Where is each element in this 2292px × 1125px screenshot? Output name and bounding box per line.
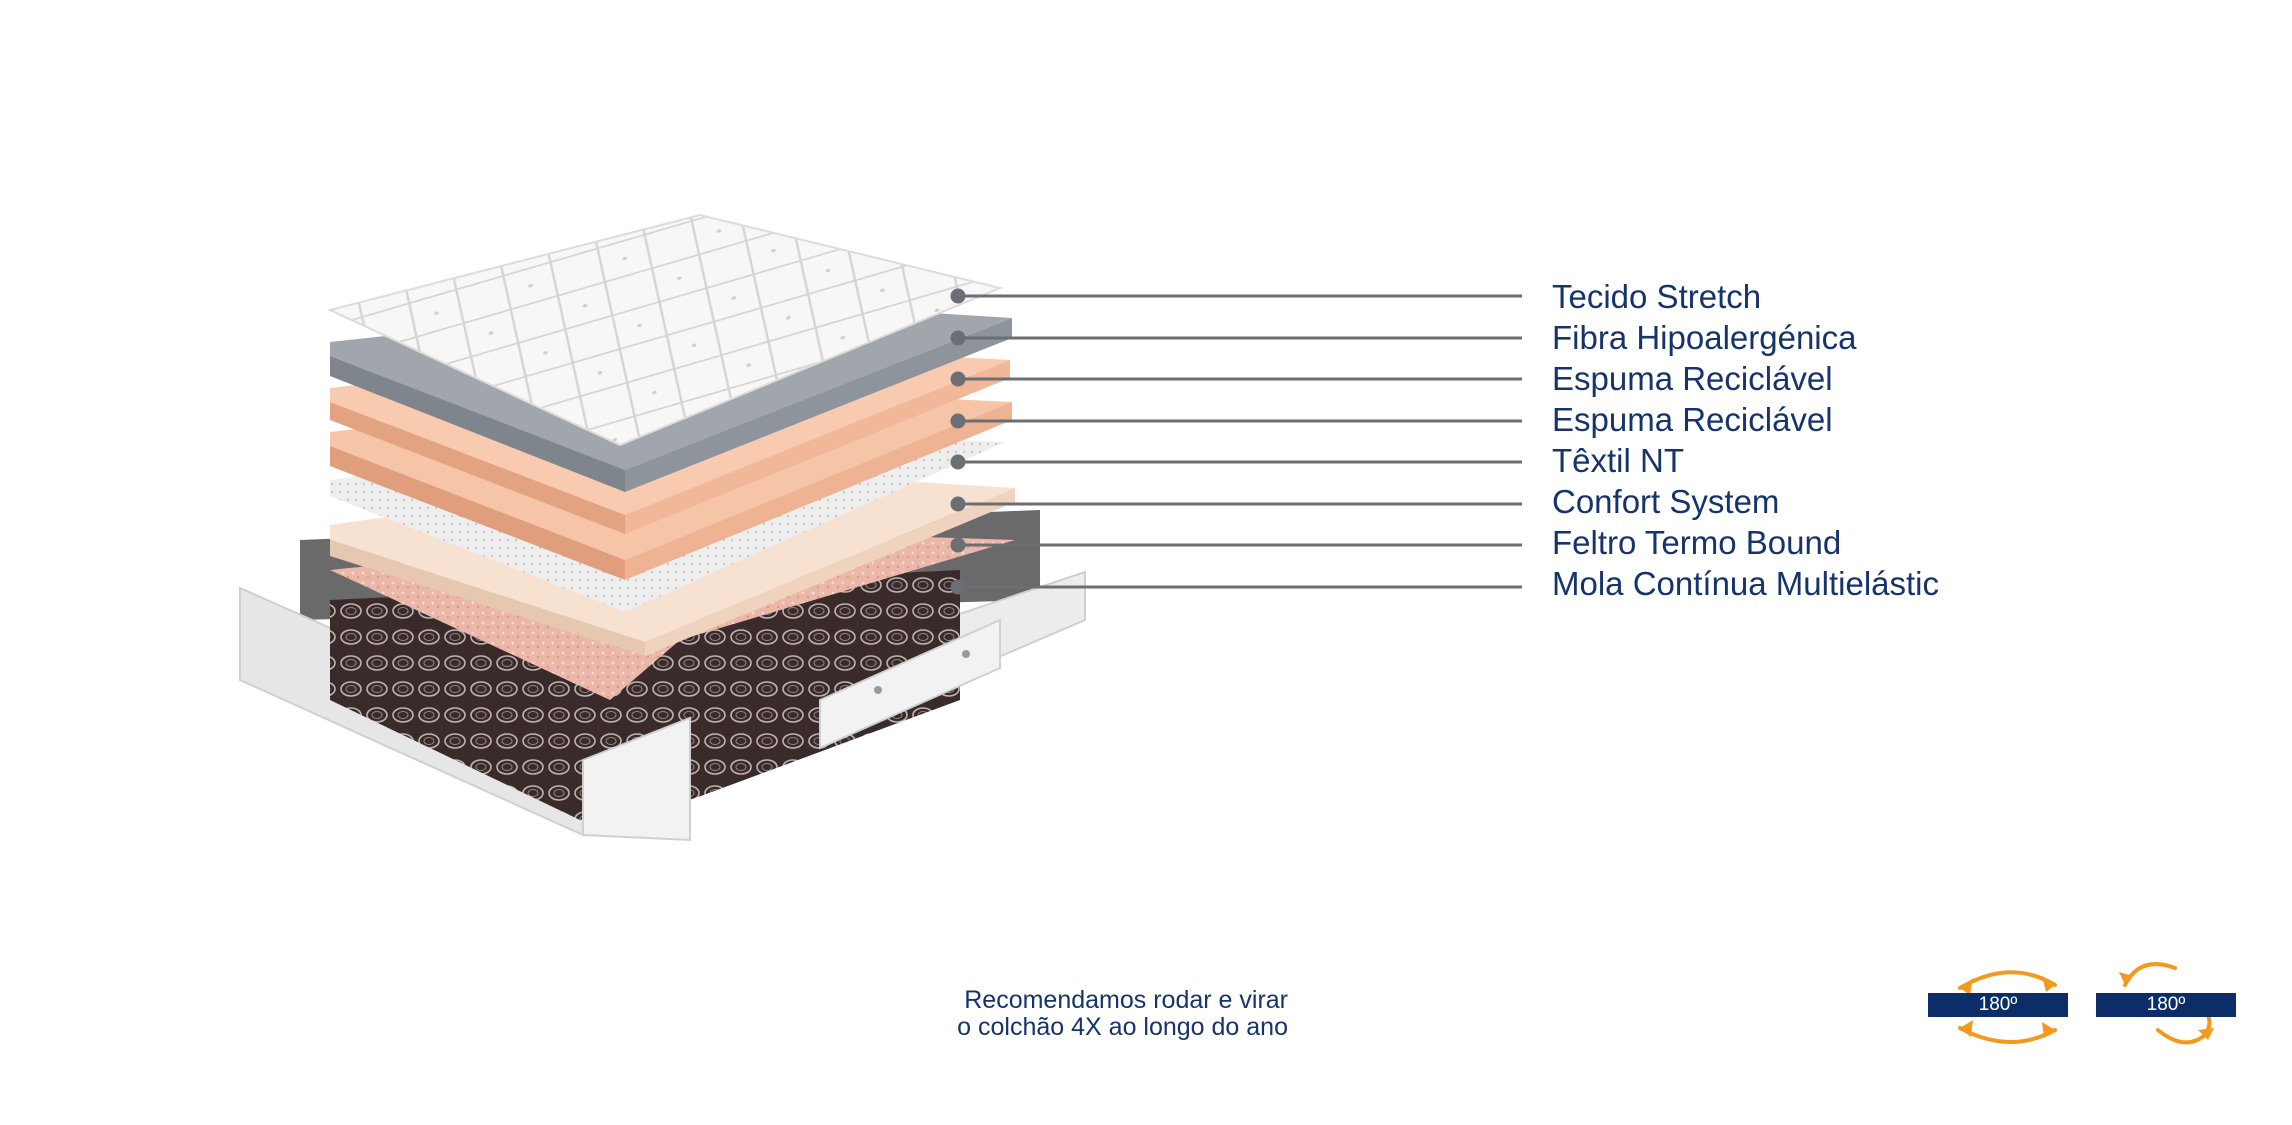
flip-icon — [2119, 962, 2214, 1045]
layer-label-thermo-felt: Feltro Termo Bound — [1552, 524, 1842, 561]
leader-dot — [950, 579, 966, 595]
layer-stretch-fabric — [327, 213, 1004, 447]
recommendation-line-1: Recomendamos rodar e virar — [964, 986, 1288, 1014]
leader-dot — [950, 288, 966, 304]
flip-180-badge: 180º — [2096, 993, 2236, 1017]
leader-dot — [950, 537, 966, 553]
leader-dot — [950, 371, 966, 387]
leader-dot — [950, 413, 966, 429]
layer-label-spring-unit: Mola Contínua Multielástic — [1552, 565, 1940, 602]
recommendation-line-2: o colchão 4X ao longo do ano — [957, 1013, 1288, 1041]
layer-label-hypoallergenic-fibre: Fibra Hipoalergénica — [1552, 319, 1857, 356]
layer-label-recycled-foam-2: Espuma Reciclável — [1552, 401, 1833, 438]
leader-dot — [950, 454, 966, 470]
leader-dot — [950, 496, 966, 512]
rotate-180-badge: 180º — [1928, 993, 2068, 1017]
layer-label-recycled-foam-1: Espuma Reciclável — [1552, 360, 1833, 397]
recommendation-text: Recomendamos rodar e virar o colchão 4X … — [957, 987, 1288, 1041]
leader-dot — [950, 330, 966, 346]
layer-label-stretch-fabric: Tecido Stretch — [1552, 278, 1762, 315]
layer-label-confort-system: Confort System — [1552, 483, 1780, 520]
leader-lines — [950, 288, 1522, 595]
layer-label-textile-nt: Têxtil NT — [1552, 442, 1684, 479]
rotate-icon — [1958, 970, 2057, 1044]
